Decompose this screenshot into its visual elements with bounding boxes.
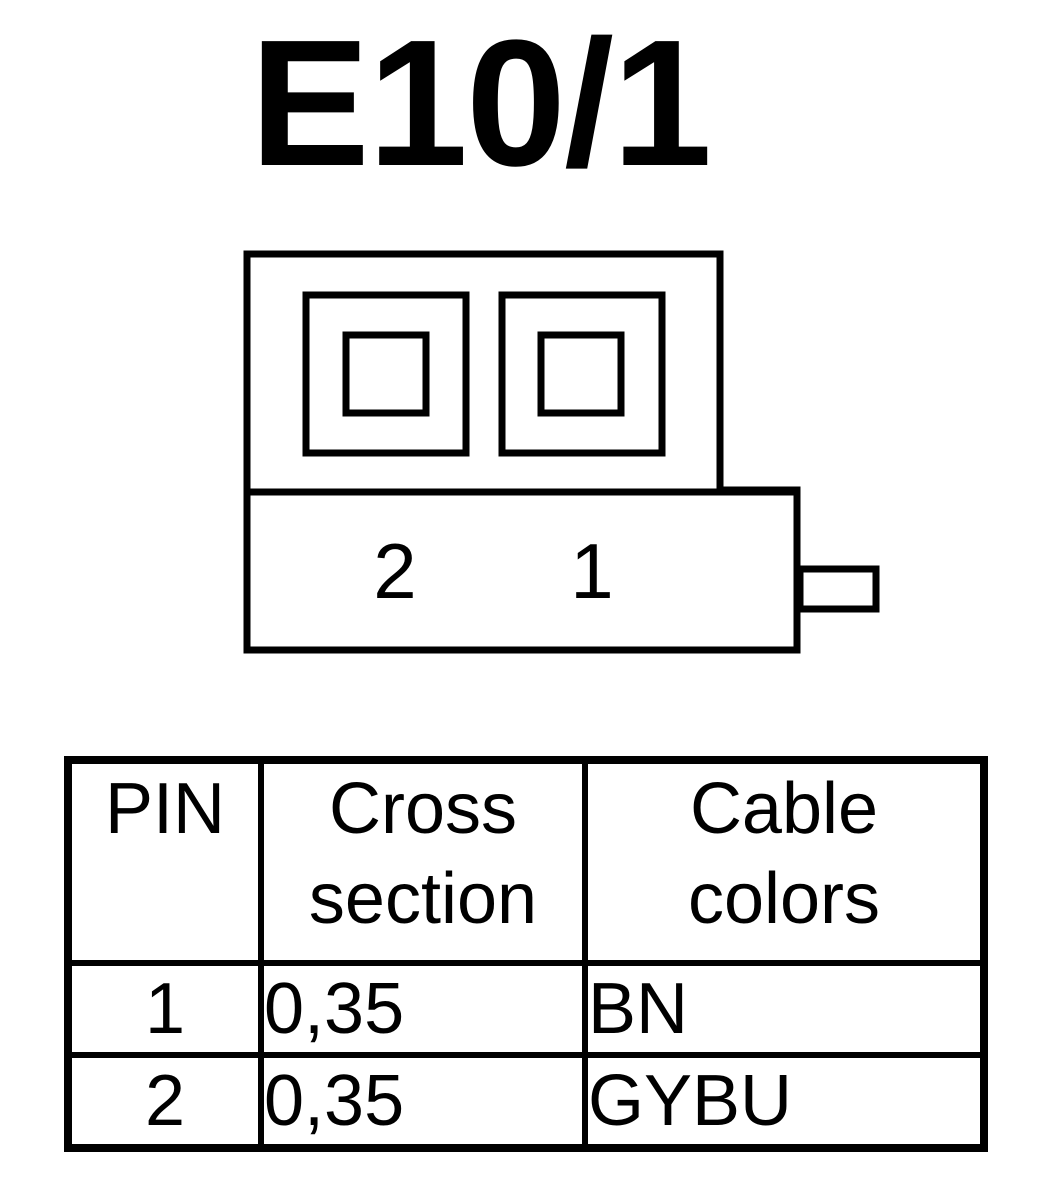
table-row: 2 0,35 GYBU [65, 1052, 987, 1151]
pin-cavity-2-inner [342, 331, 430, 417]
table-header-row: PIN Cross section Cable colors [65, 757, 987, 966]
header-pin: PIN [65, 757, 264, 966]
pin-label-2: 2 [373, 527, 416, 615]
connector-title: E10/1 [249, 3, 712, 204]
table-row: 1 0,35 BN [65, 960, 987, 1058]
header-cross-section: Cross section [258, 757, 588, 966]
row-cable-color: BN [582, 960, 987, 1058]
connector-diagram: 2 1 [243, 250, 880, 654]
pin-label-1: 1 [570, 527, 613, 615]
row-cross-section: 0,35 [258, 960, 588, 1058]
row-pin: 2 [65, 1052, 264, 1151]
pin-cavity-1-inner [537, 331, 625, 417]
row-cable-color: GYBU [582, 1052, 987, 1151]
row-pin: 1 [65, 960, 264, 1058]
pin-table: PIN Cross section Cable colors 1 0,35 BN… [64, 756, 988, 1152]
header-cable-colors: Cable colors [582, 757, 987, 966]
row-cross-section: 0,35 [258, 1052, 588, 1151]
latch-tab [796, 565, 880, 613]
